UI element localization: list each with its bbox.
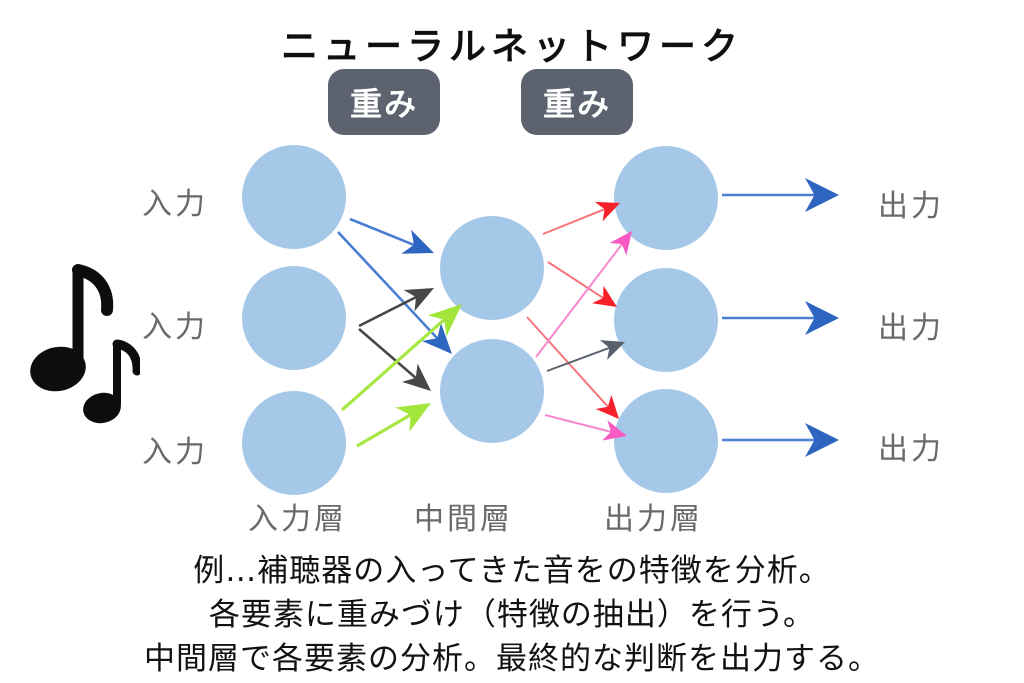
weight-label: 重み bbox=[349, 85, 418, 123]
output-node-2 bbox=[614, 268, 718, 372]
arrow-h2-o1-line bbox=[535, 243, 623, 358]
diagram-title: ニューラルネットワーク bbox=[281, 25, 743, 68]
layer-label-output: 出力層 bbox=[604, 502, 703, 537]
arrow-out-1-head bbox=[805, 178, 839, 212]
arrow-in1-h2-head bbox=[422, 323, 452, 354]
arrow-in3-h2-line bbox=[356, 413, 412, 448]
weight-box-left: 重み bbox=[328, 69, 440, 135]
arrow-in2-h1-head bbox=[403, 288, 434, 312]
arrow-out-3-head bbox=[805, 423, 839, 457]
arrow-h2-o3-line bbox=[544, 414, 612, 433]
layer-label-hidden: 中間層 bbox=[414, 502, 513, 537]
output-label-2: 出力 bbox=[878, 311, 944, 346]
caption: 例…補聴器の入ってきた音をの特徴を分析。 各要素に重みづけ（特徴の抽出）を行う。… bbox=[0, 549, 1024, 681]
layer-label-input: 入力層 bbox=[248, 502, 347, 537]
output-label-3: 出力 bbox=[878, 432, 944, 467]
arrow-in2-h2-line bbox=[358, 328, 417, 379]
arrow-in3-h2-head bbox=[395, 403, 431, 432]
output-node-3 bbox=[614, 389, 718, 493]
arrow-in2-h1-line bbox=[358, 295, 417, 328]
caption-line-2: 各要素に重みづけ（特徴の抽出）を行う。 bbox=[208, 597, 816, 633]
caption-line-1: 例…補聴器の入ってきた音をの特徴を分析。 bbox=[193, 553, 831, 589]
output-label-1: 出力 bbox=[878, 189, 944, 224]
arrow-in1-h2-line bbox=[337, 231, 439, 340]
weight-label: 重み bbox=[542, 85, 611, 123]
input-label-3: 入力 bbox=[142, 435, 208, 470]
arrow-h1-o2-head bbox=[591, 285, 617, 307]
input-node-1 bbox=[242, 145, 346, 249]
input-node-2 bbox=[242, 266, 346, 370]
input-label-1: 入力 bbox=[142, 187, 208, 222]
arrow-in1-h1-head bbox=[401, 229, 434, 254]
arrow-h2-o2-line bbox=[546, 346, 610, 372]
output-node-1 bbox=[614, 146, 718, 250]
arrow-out-2-head bbox=[805, 301, 839, 335]
arrow-h1-o1-line bbox=[542, 208, 606, 235]
hidden-node-1 bbox=[440, 216, 544, 320]
arrow-h1-o3-head bbox=[595, 394, 619, 419]
caption-line-3: 中間層で各要素の分析。最終的な判断を出力する。 bbox=[144, 641, 880, 677]
input-node-3 bbox=[242, 391, 346, 495]
music-notes-icon bbox=[30, 264, 140, 424]
arrow-in3-h1-head bbox=[427, 304, 462, 337]
arrow-in2-h2-head bbox=[401, 363, 431, 391]
arrow-in1-h1-line bbox=[349, 217, 415, 247]
arrow-h1-o2-line bbox=[547, 261, 604, 299]
weight-box-right: 重み bbox=[521, 69, 633, 135]
arrow-in3-h1-line bbox=[340, 318, 446, 412]
hidden-node-2 bbox=[440, 339, 544, 443]
input-label-2: 入力 bbox=[142, 310, 208, 345]
